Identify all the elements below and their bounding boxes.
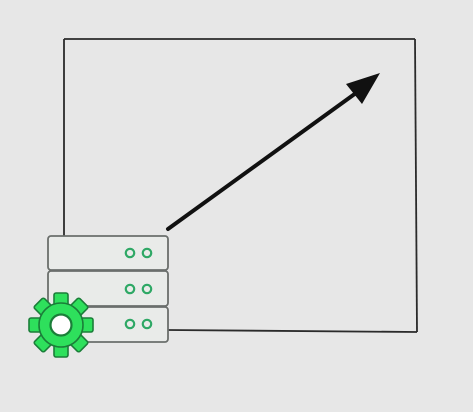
server-led: [141, 318, 153, 330]
server-led: [141, 283, 153, 295]
server-led: [141, 247, 153, 259]
server-unit-1: [47, 235, 169, 271]
diagonal-arrow-icon: [166, 73, 380, 231]
server-led: [124, 283, 136, 295]
frame-right-edge: [414, 38, 418, 333]
server-unit-2: [47, 270, 169, 307]
server-led: [124, 247, 136, 259]
arrow-head: [346, 73, 380, 104]
arrow-shaft: [166, 91, 358, 231]
gear-icon: [28, 292, 94, 358]
frame-box: [63, 38, 418, 333]
server-led: [124, 318, 136, 330]
frame-bottom-edge: [167, 329, 418, 333]
